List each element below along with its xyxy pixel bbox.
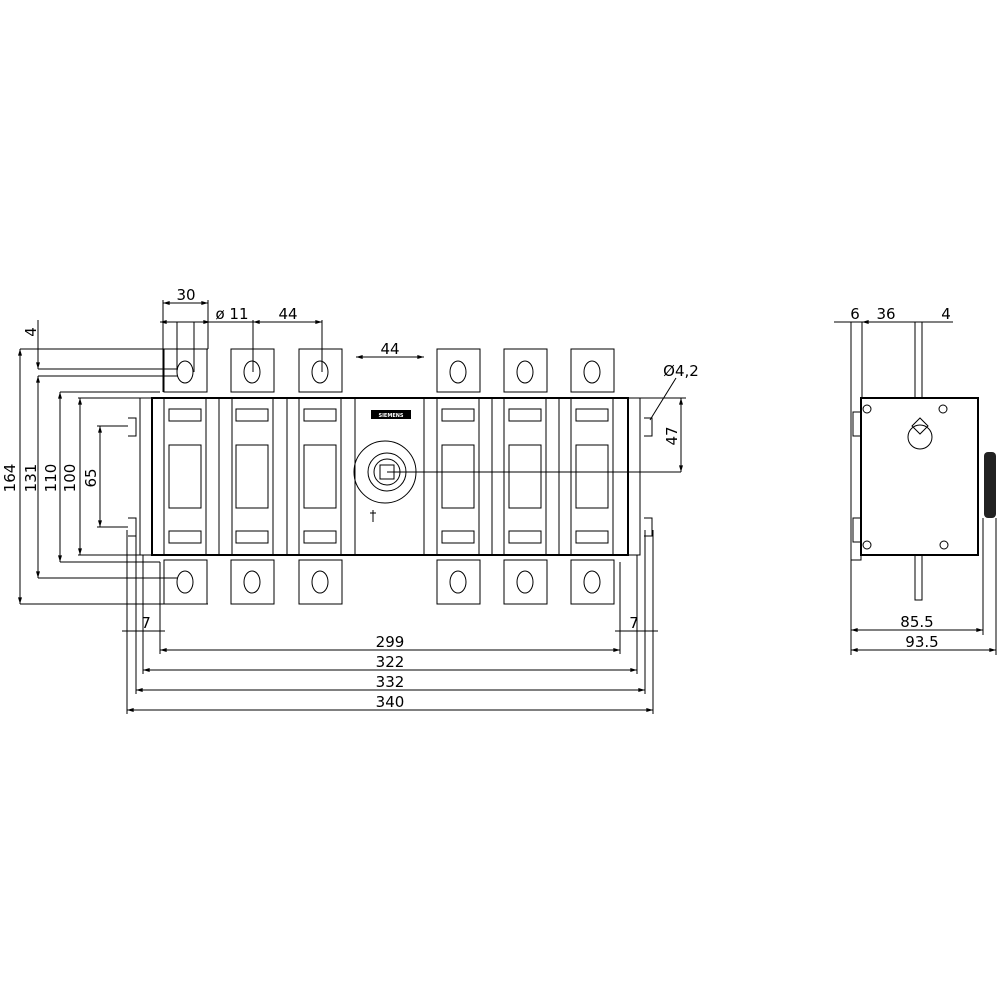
pole-window-main xyxy=(235,444,269,509)
terminal-lug xyxy=(298,559,343,605)
terminal-hole xyxy=(243,360,261,384)
pole-window-bottom xyxy=(441,530,475,544)
side-view: 85.5 93.5 6 36 4 xyxy=(834,305,997,655)
dim-47: 47 xyxy=(663,426,681,445)
top-dimensions: 30 ø 11 44 44 Ø4,2 xyxy=(160,286,699,421)
terminal-hole xyxy=(176,570,194,594)
pole-window-bottom xyxy=(575,530,609,544)
dim-7-left: 7 xyxy=(141,614,151,632)
terminal-lug xyxy=(298,348,343,393)
brand-label: SIEMENS xyxy=(378,413,403,419)
dim-164: 164 xyxy=(1,464,19,493)
dim-65: 65 xyxy=(82,468,100,487)
dim-299: 299 xyxy=(376,633,405,651)
screw-icon xyxy=(938,404,948,414)
dim-4: 4 xyxy=(22,327,40,337)
pole-window-top xyxy=(441,408,475,422)
dim-131: 131 xyxy=(22,464,40,493)
terminal-hole xyxy=(516,570,534,594)
dim-100: 100 xyxy=(61,464,79,493)
screw-icon xyxy=(939,540,949,550)
terminals xyxy=(163,348,615,605)
terminal-hole xyxy=(583,570,601,594)
pole-window-main xyxy=(168,444,202,509)
pole-window-main xyxy=(508,444,542,509)
shaft-square-icon xyxy=(911,417,929,435)
terminal-lug xyxy=(503,559,548,605)
pole-window-top xyxy=(575,408,609,422)
pole-window-bottom xyxy=(168,530,202,544)
side-body xyxy=(860,397,979,556)
dim-44-handle: 44 xyxy=(380,340,399,358)
dim-7-right: 7 xyxy=(629,614,639,632)
terminal-hole xyxy=(449,360,467,384)
terminal-hole xyxy=(311,570,329,594)
brand-label-plate xyxy=(371,410,411,419)
terminal-lug xyxy=(436,559,481,605)
terminal-hole xyxy=(176,360,194,384)
terminal-hole xyxy=(583,360,601,384)
dim-4-side: 4 xyxy=(941,305,951,323)
screw-icon xyxy=(862,540,872,550)
pole-window-main xyxy=(575,444,609,509)
dim-85-5: 85.5 xyxy=(900,613,933,631)
mounting-plate xyxy=(850,322,863,561)
terminal-lug xyxy=(570,348,615,393)
dim-44-pitch: 44 xyxy=(278,305,297,323)
position-indicator-icon xyxy=(370,510,376,522)
dim-dia-4-2: Ø4,2 xyxy=(663,362,699,380)
terminal-lug xyxy=(436,348,481,393)
pole-window-top xyxy=(235,408,269,422)
handle xyxy=(984,452,996,518)
screw-icon xyxy=(862,404,872,414)
pole-window-top xyxy=(508,408,542,422)
mounting-slots xyxy=(128,417,653,537)
terminal-lug xyxy=(570,559,615,605)
handle-module: SIEMENS xyxy=(353,410,681,522)
bottom-dimensions: 7 7 299 322 332 340 xyxy=(122,530,658,714)
terminal-hole xyxy=(311,360,329,384)
terminal-lug xyxy=(503,348,548,393)
dim-36: 36 xyxy=(876,305,895,323)
pole-window-bottom xyxy=(303,530,337,544)
terminal-bottom xyxy=(914,554,923,601)
dim-93-5: 93.5 xyxy=(905,633,938,651)
terminal-lug xyxy=(230,559,275,605)
terminal-lug xyxy=(163,559,208,605)
pole-window-main xyxy=(441,444,475,509)
pole-window-top xyxy=(303,408,337,422)
dim-30: 30 xyxy=(176,286,195,304)
terminal-top xyxy=(914,321,923,399)
dim-6: 6 xyxy=(850,305,860,323)
terminal-hole xyxy=(516,360,534,384)
front-view: SIEMENS 164 4 131 110 xyxy=(1,286,699,714)
dim-dia-11: ø 11 xyxy=(215,305,248,323)
pole-window-bottom xyxy=(235,530,269,544)
pole-window-main xyxy=(303,444,337,509)
terminal-lug xyxy=(230,348,275,393)
dim-340: 340 xyxy=(376,693,405,711)
pole-window-top xyxy=(168,408,202,422)
switch-body xyxy=(139,397,641,556)
vertical-dimensions: 164 4 131 110 100 65 47 xyxy=(1,320,686,605)
dim-110: 110 xyxy=(42,464,60,493)
terminal-lug xyxy=(163,348,208,393)
dim-322: 322 xyxy=(376,653,405,671)
terminal-hole xyxy=(449,570,467,594)
pole-window-bottom xyxy=(508,530,542,544)
dim-332: 332 xyxy=(376,673,405,691)
terminal-hole xyxy=(243,570,261,594)
